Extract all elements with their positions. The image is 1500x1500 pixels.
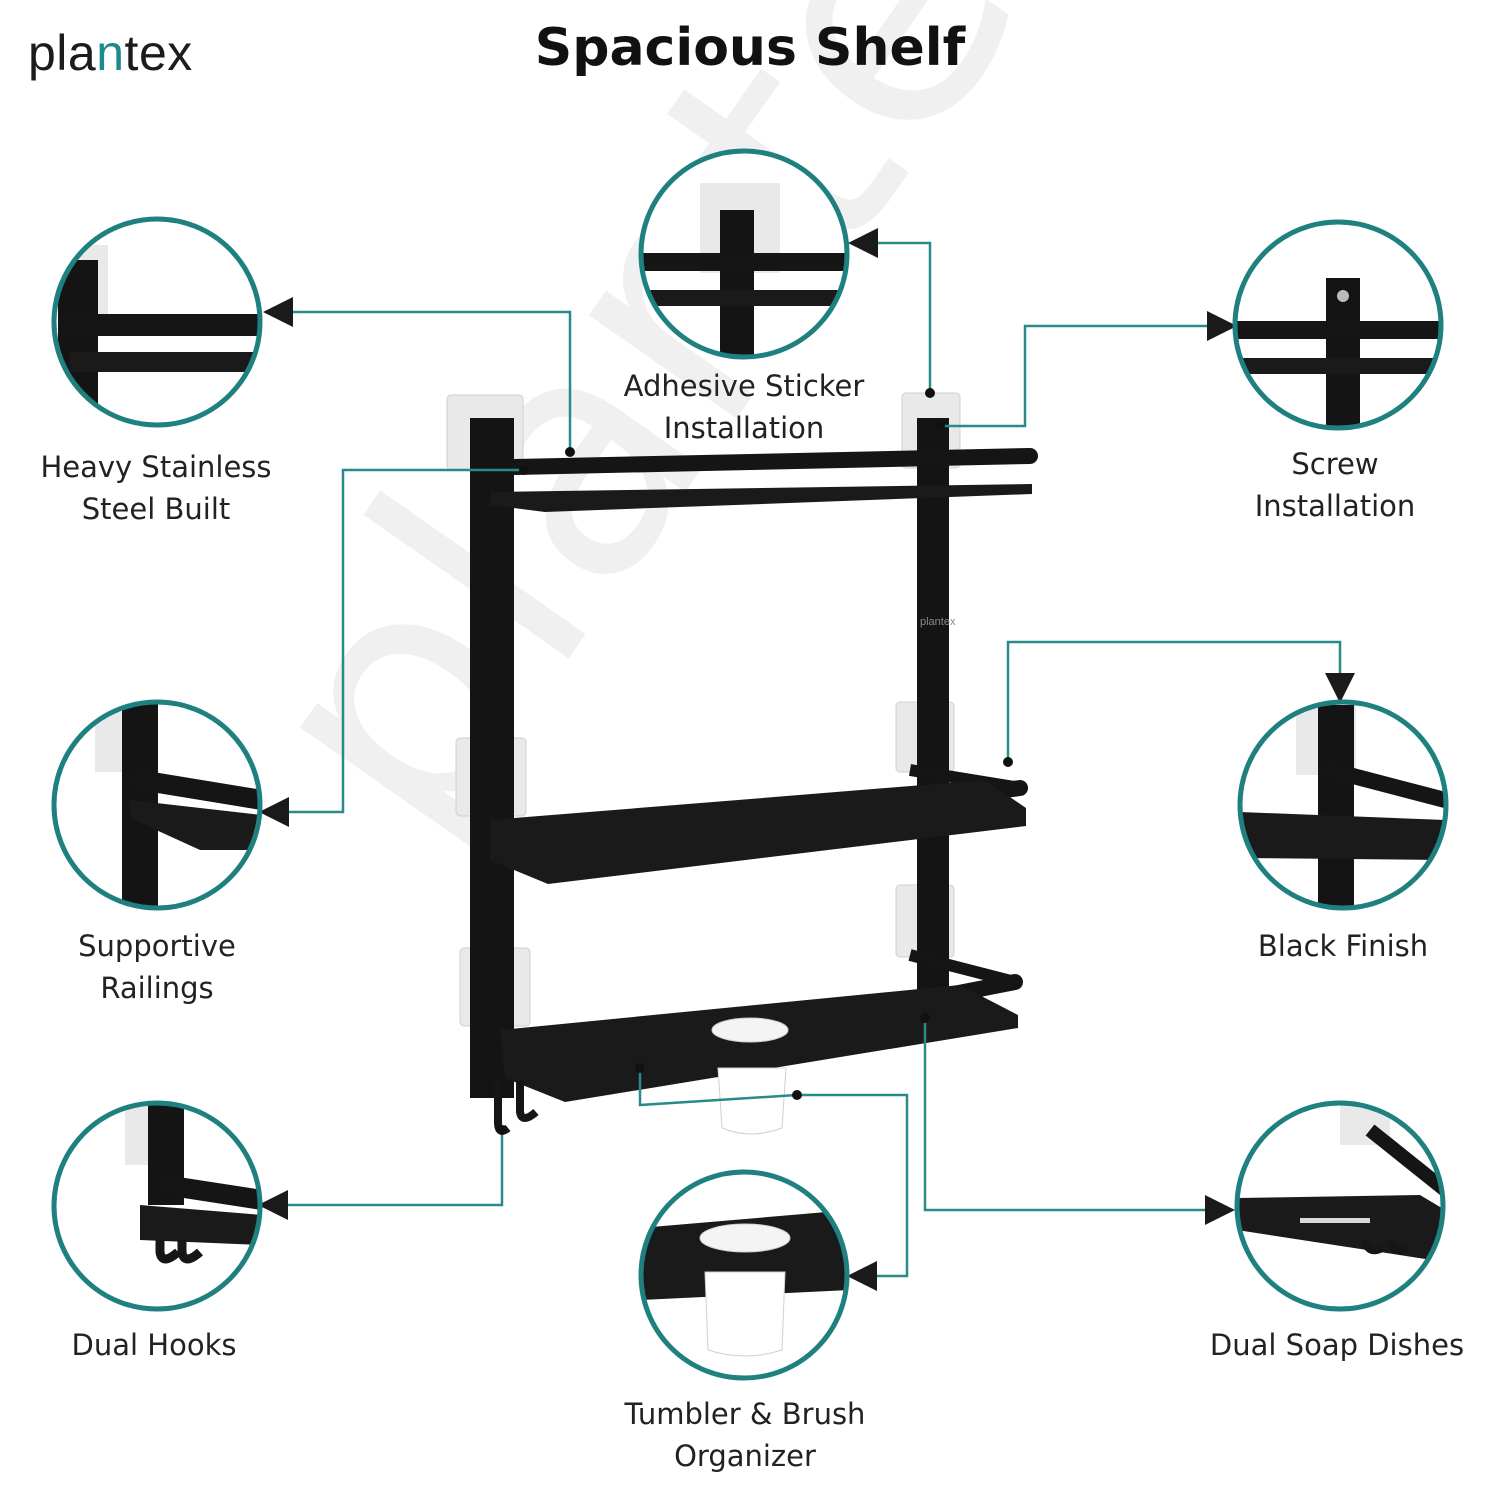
leader-lines <box>258 228 1355 1291</box>
right-upright <box>917 418 949 1038</box>
label-tumbler: Tumbler & Brush Organizer <box>595 1393 895 1477</box>
label-line: Black Finish <box>1257 929 1429 963</box>
detail-tumbler <box>638 1169 850 1381</box>
label-line: Dual Soap Dishes <box>1209 1328 1465 1362</box>
leader-dots <box>497 388 1013 1135</box>
label-adhesive: Adhesive Sticker Installation <box>594 365 894 449</box>
logo-accent: n <box>96 25 125 81</box>
label-line: Organizer <box>674 1439 816 1473</box>
label-line: Railings <box>100 971 214 1005</box>
detail-hooks <box>51 1100 263 1312</box>
label-line: Tumbler & Brush <box>624 1397 866 1431</box>
page-title: Spacious Shelf <box>534 18 966 78</box>
label-line: Supportive <box>78 929 236 963</box>
label-line: Screw <box>1291 447 1379 481</box>
bottom-shelf-base <box>500 985 1018 1102</box>
label-screw: Screw Installation <box>1185 443 1485 527</box>
label-heavy-steel: Heavy Stainless Steel Built <box>6 446 306 530</box>
detail-railings <box>51 699 263 911</box>
label-railings: Supportive Railings <box>7 925 307 1009</box>
detail-black-finish <box>1237 699 1449 911</box>
brand-logo: plantex <box>28 24 193 82</box>
left-upright <box>470 418 514 1098</box>
label-black-finish: Black Finish <box>1193 925 1493 967</box>
middle-side-rail <box>909 764 1021 794</box>
detail-screw <box>1232 219 1444 431</box>
label-line: Installation <box>663 411 825 445</box>
tumbler-cup <box>717 1067 787 1135</box>
middle-shelf-base <box>490 780 1026 884</box>
upright-logo-text: plantex <box>920 616 956 628</box>
label-line: Heavy Stainless <box>40 450 272 484</box>
right-hook <box>516 1080 539 1122</box>
label-soap: Dual Soap Dishes <box>1187 1324 1487 1366</box>
detail-soap <box>1234 1100 1446 1312</box>
label-line: Steel Built <box>81 492 231 526</box>
detail-heavy-steel <box>51 216 263 428</box>
label-hooks: Dual Hooks <box>4 1324 304 1366</box>
logo-prefix: pla <box>28 25 97 81</box>
label-line: Adhesive Sticker <box>623 369 865 403</box>
main-shelf: plantex <box>446 392 1038 1135</box>
label-line: Installation <box>1254 489 1416 523</box>
bottom-side-rail <box>908 949 1017 988</box>
label-line: Dual Hooks <box>71 1328 237 1362</box>
detail-adhesive <box>638 148 850 360</box>
top-rail <box>507 448 1038 475</box>
tumbler-ring <box>711 1017 789 1043</box>
logo-suffix: tex <box>124 25 193 81</box>
top-shelf-base <box>490 484 1032 512</box>
